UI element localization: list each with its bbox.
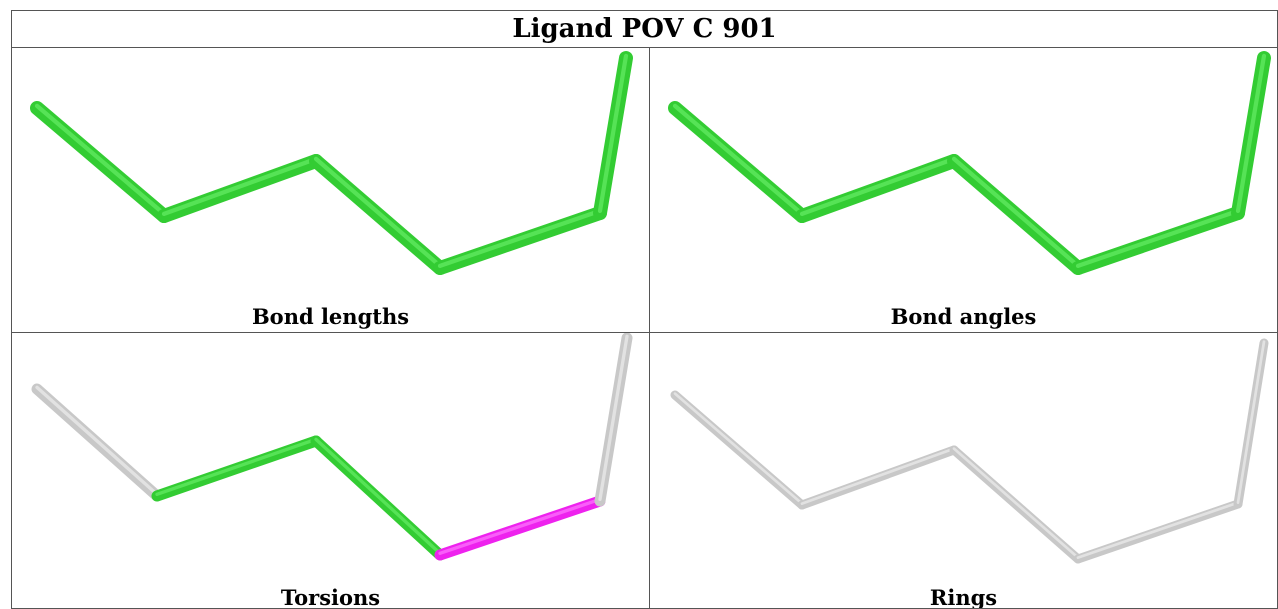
- bond-angles-caption: Bond angles: [890, 304, 1037, 329]
- bond-segment-highlight: [34, 103, 167, 216]
- rings-panel: Rings: [649, 332, 1278, 609]
- bond-segment-highlight: [673, 392, 804, 505]
- bond-segment-highlight: [598, 334, 629, 502]
- bond-segment-highlight: [437, 208, 603, 268]
- rings-caption: Rings: [929, 585, 998, 609]
- bond-segment-highlight: [597, 53, 629, 213]
- bond-segment-highlight: [1235, 53, 1267, 213]
- bond-lengths-caption: Bond lengths: [251, 304, 410, 329]
- bond-segment-highlight: [1075, 208, 1241, 268]
- bond-segment-highlight: [799, 156, 957, 216]
- rings-molecule: [670, 338, 1269, 564]
- bond-segment-highlight: [951, 156, 1081, 268]
- bond-segment-highlight: [313, 156, 443, 268]
- bond-angles-panel: Bond angles: [649, 47, 1278, 333]
- bond-segment-highlight: [800, 447, 956, 505]
- bond-segment-highlight: [161, 156, 319, 216]
- bond-segment-highlight: [314, 437, 442, 556]
- panel-title: Ligand POV C 901: [11, 10, 1278, 47]
- bond-angles-molecule: [668, 51, 1271, 275]
- bond-segment-highlight: [672, 103, 805, 216]
- bond-segment-highlight: [952, 447, 1080, 559]
- bond-lengths-molecule: [30, 51, 633, 275]
- bond-segment-highlight: [1236, 340, 1266, 504]
- bond-lengths-panel: Bond lengths: [11, 47, 650, 333]
- torsions-molecule: [31, 333, 633, 561]
- torsions-caption: Torsions: [280, 585, 381, 609]
- torsions-panel: Torsions: [11, 332, 650, 609]
- bond-segment-highlight: [438, 497, 602, 556]
- bond-segment-highlight: [35, 385, 159, 497]
- bond-segment-highlight: [1076, 501, 1240, 559]
- bond-segment-highlight: [155, 437, 318, 497]
